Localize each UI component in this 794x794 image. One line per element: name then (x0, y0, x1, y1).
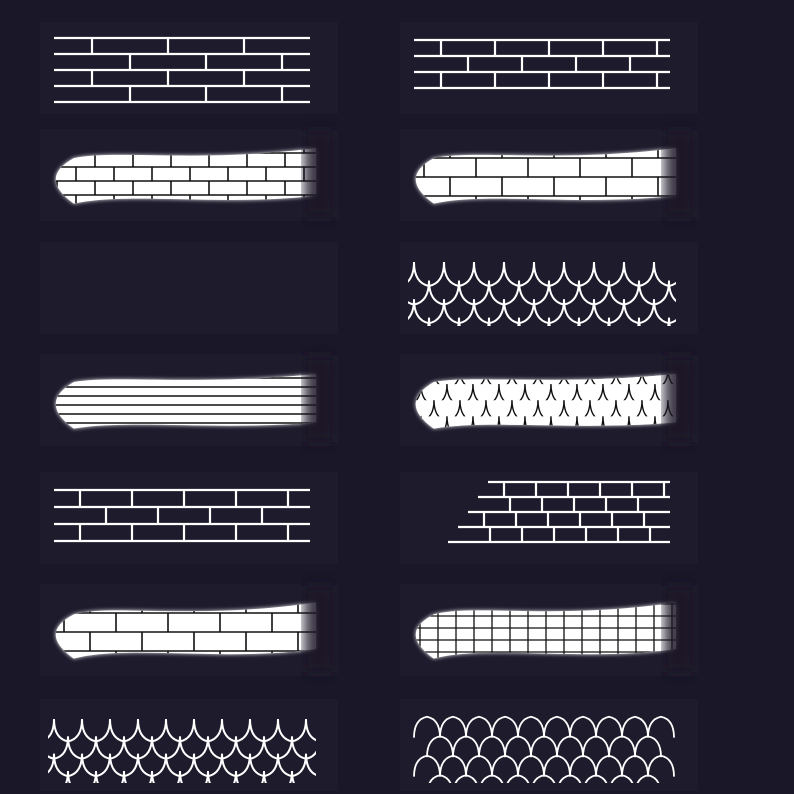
brush-siding-filled[interactable] (48, 356, 334, 442)
brush-pattern (54, 488, 310, 543)
brush-slot-left-4[interactable] (40, 472, 338, 564)
brush-arch-outline[interactable] (413, 715, 675, 794)
brush-stroke-fill (55, 148, 317, 204)
brush-slot-right-0[interactable] (400, 22, 698, 114)
brush-brick-outline-sparse[interactable] (54, 488, 310, 543)
brush-pattern (413, 715, 675, 783)
brush-stroke-fill (55, 373, 317, 429)
brush-brick-filled-large[interactable] (38, 586, 334, 689)
brush-slot-left-2[interactable] (40, 242, 338, 334)
brush-pattern (414, 38, 670, 90)
brush-pattern (448, 480, 670, 544)
brush-slot-left-0[interactable] (40, 22, 338, 114)
brush-scale-outline-medium[interactable] (26, 718, 362, 793)
brush-brick-outline-small[interactable] (448, 480, 670, 544)
brush-pattern (48, 718, 316, 783)
brush-brick-filled-small[interactable] (38, 131, 334, 223)
brush-stroke-fill (55, 602, 317, 659)
brush-pattern (54, 36, 310, 104)
brush-scale-outline-large[interactable] (384, 261, 729, 342)
brush-stroke-fill (415, 148, 676, 204)
brush-brick-outline-large[interactable] (54, 36, 310, 104)
brush-pattern (408, 261, 676, 326)
brush-brick-outline-medium[interactable] (414, 38, 670, 90)
